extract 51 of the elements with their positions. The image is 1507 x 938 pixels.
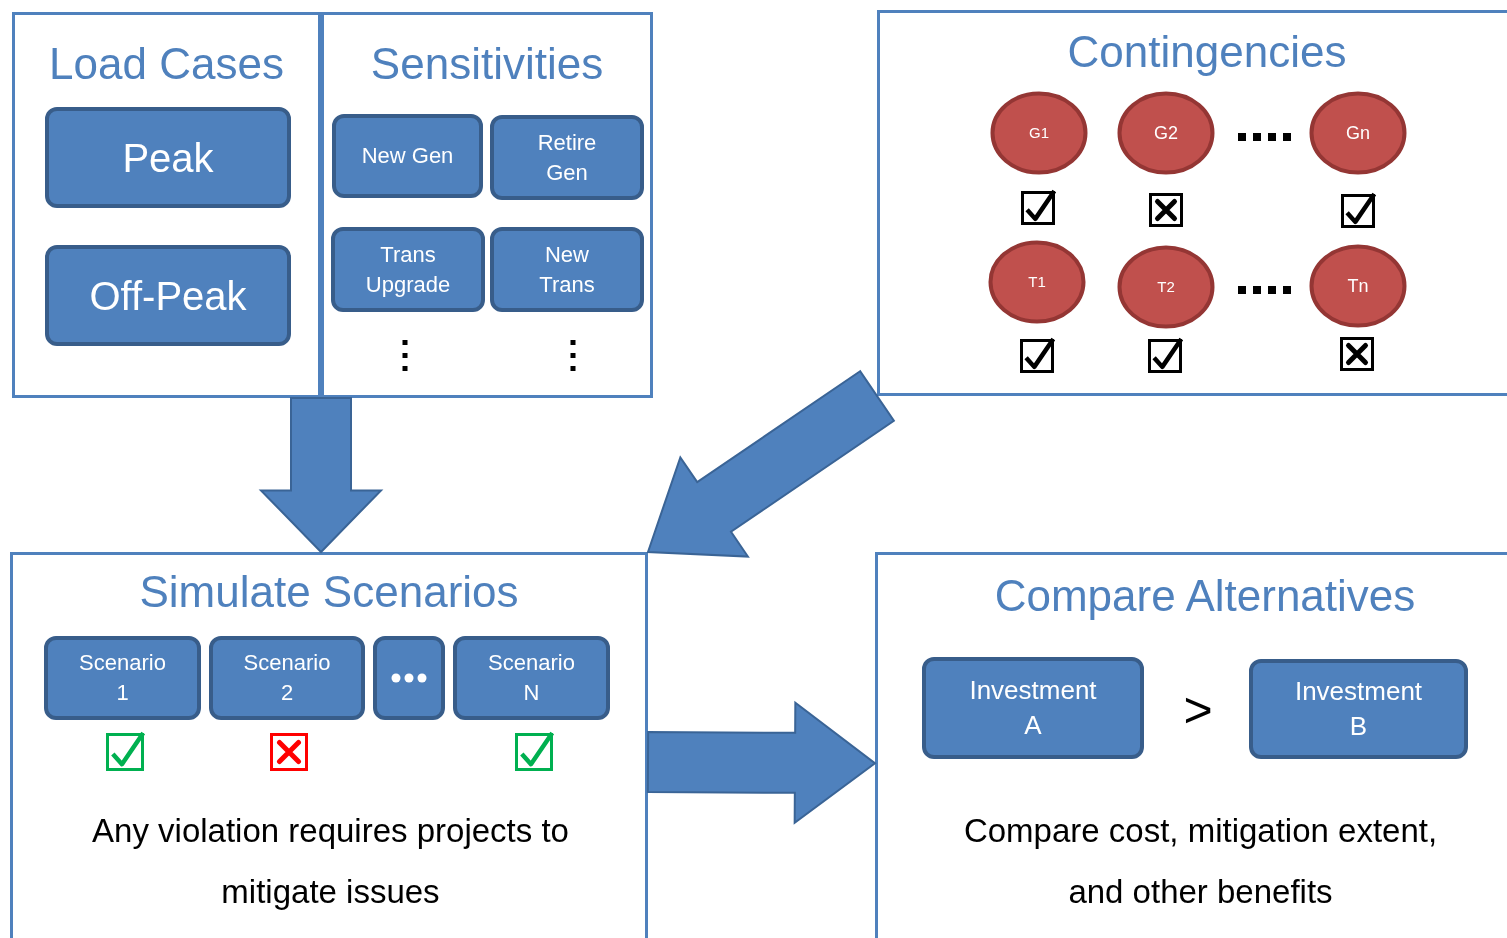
node-label: G2 bbox=[1154, 121, 1178, 145]
node-label: New Trans bbox=[538, 240, 596, 299]
component-circle bbox=[1309, 91, 1407, 175]
process-box bbox=[332, 114, 483, 198]
process-box bbox=[490, 115, 644, 200]
description-text: Any violation requires projects to mitigate issues bbox=[91, 811, 570, 912]
process-box bbox=[209, 636, 365, 720]
node-label: G1 bbox=[1029, 122, 1049, 143]
panel bbox=[877, 10, 1507, 396]
node-label: Peak bbox=[122, 134, 214, 182]
node-label: Tn bbox=[1347, 274, 1369, 298]
panel-title: Load Cases bbox=[48, 39, 285, 89]
process-box bbox=[453, 636, 610, 720]
panel bbox=[321, 12, 653, 398]
process-box bbox=[1249, 659, 1468, 759]
node-label: Trans Upgrade bbox=[364, 240, 452, 299]
block-arrow bbox=[646, 369, 896, 558]
block-arrow bbox=[646, 700, 877, 825]
component-circle bbox=[1309, 244, 1407, 328]
process-box bbox=[45, 245, 291, 346]
component-circle bbox=[988, 240, 1086, 324]
node-label: T1 bbox=[1028, 271, 1046, 292]
node-label: Scenario N bbox=[488, 649, 575, 707]
node-label: Investment A bbox=[968, 673, 1098, 742]
panel bbox=[12, 12, 321, 398]
node-label: T2 bbox=[1157, 276, 1175, 297]
comparison-sign: > bbox=[1182, 681, 1214, 740]
process-box bbox=[922, 657, 1144, 759]
node-label: New Gen bbox=[361, 142, 454, 171]
process-box bbox=[373, 636, 445, 720]
node-label: Investment B bbox=[1293, 674, 1424, 743]
process-box bbox=[490, 227, 644, 312]
block-arrow bbox=[258, 397, 384, 554]
panel bbox=[875, 552, 1507, 938]
process-box bbox=[331, 227, 485, 312]
panel bbox=[10, 552, 648, 938]
component-circle bbox=[1117, 245, 1215, 329]
node-label: Scenario 1 bbox=[79, 649, 166, 707]
description-text: Compare cost, mitigation extent, and other benefits bbox=[963, 811, 1438, 912]
panel-title: Contingencies bbox=[1066, 27, 1348, 77]
panel-title: Compare Alternatives bbox=[993, 571, 1417, 621]
component-circle bbox=[990, 91, 1088, 175]
process-box bbox=[45, 107, 291, 208]
panel-title: Simulate Scenarios bbox=[138, 567, 520, 617]
node-label: Gn bbox=[1346, 121, 1370, 145]
component-circle bbox=[1117, 91, 1215, 175]
node-label: Scenario 2 bbox=[243, 649, 331, 707]
node-label: Retire Gen bbox=[536, 128, 598, 187]
panel-title: Sensitivities bbox=[369, 39, 605, 89]
process-box bbox=[44, 636, 201, 720]
node-label: Off-Peak bbox=[89, 272, 247, 320]
